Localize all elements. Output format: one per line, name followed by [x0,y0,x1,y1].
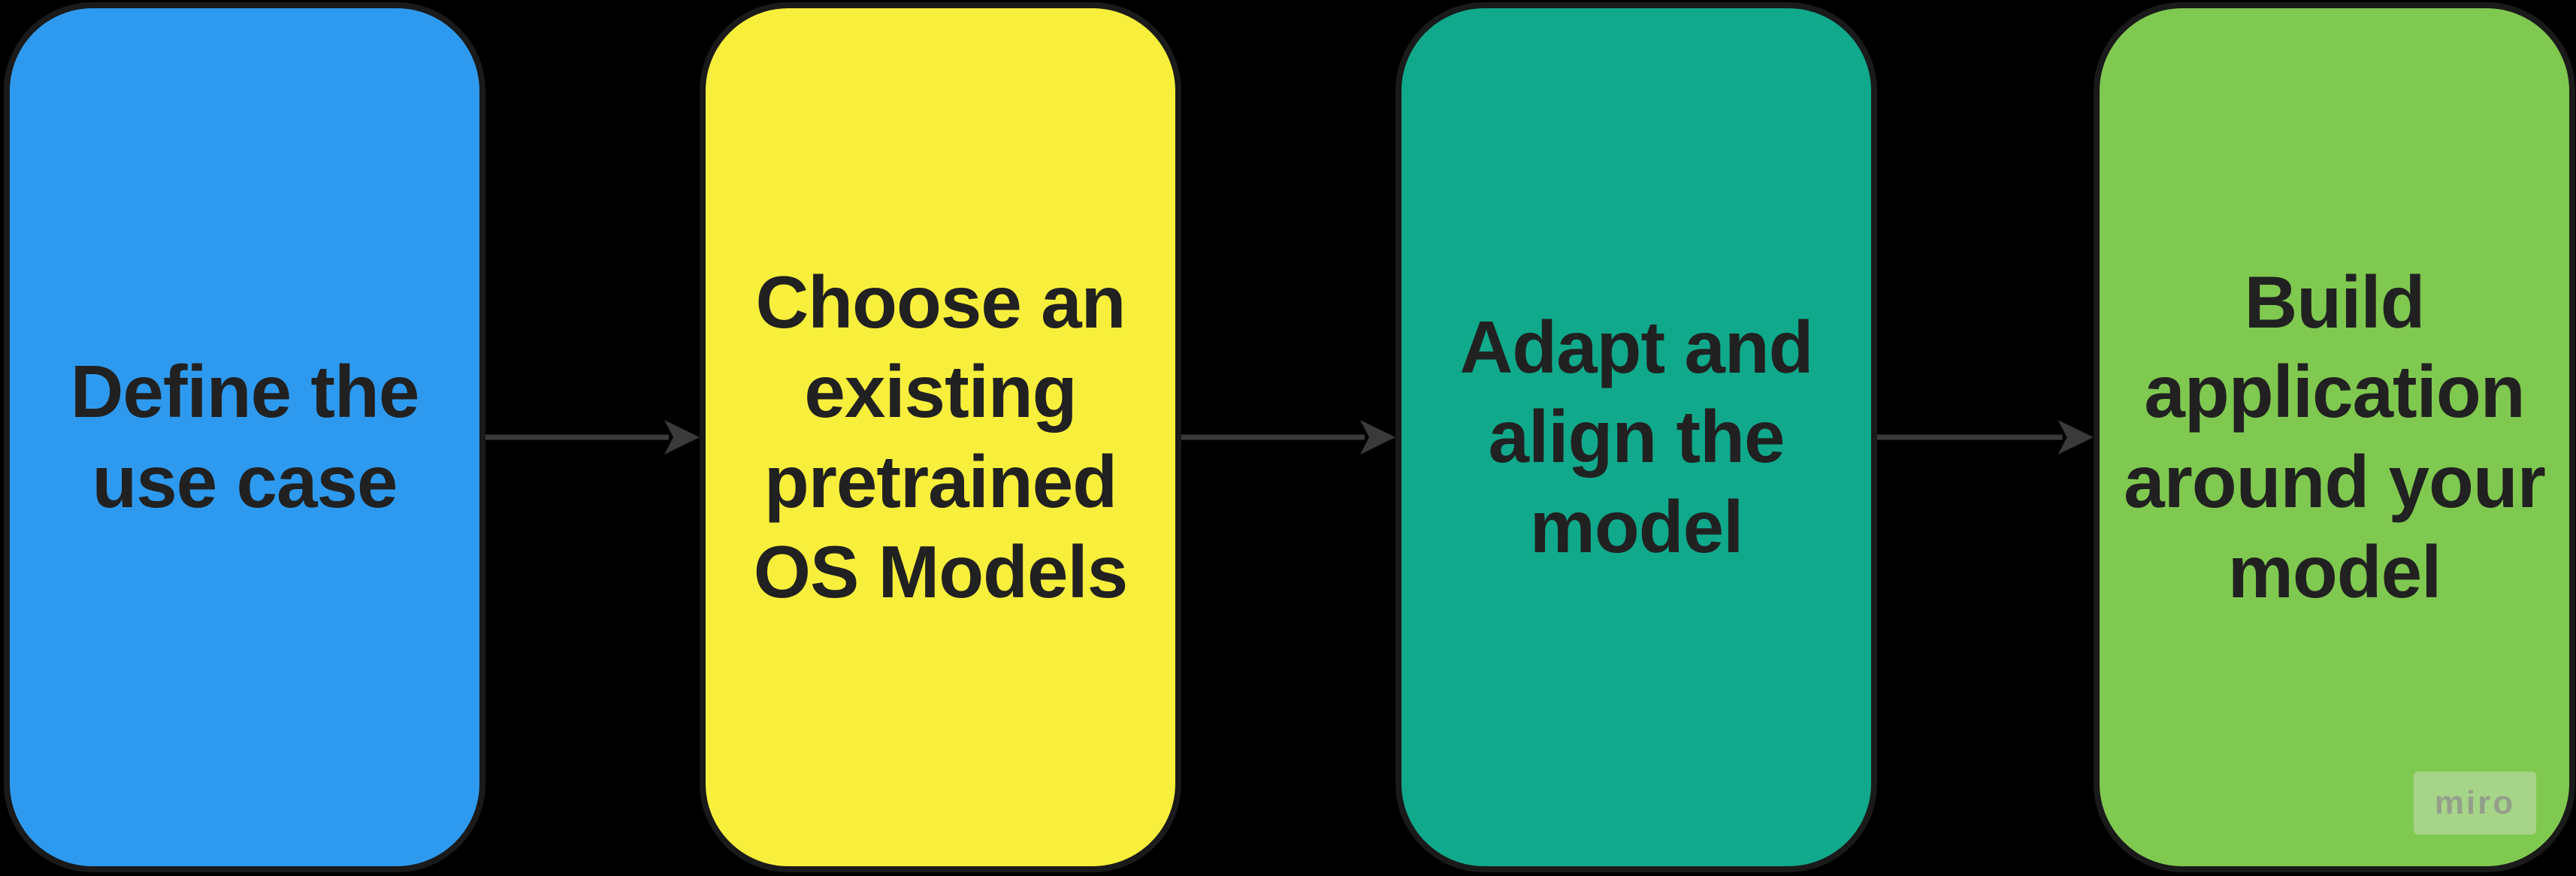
step-label-build-application: Build application around your model [2124,260,2546,613]
step-label-adapt-align-model: Adapt and align the model [1459,305,1813,568]
connector-arrow-1 [485,420,700,455]
miro-watermark-badge: miro [2414,772,2536,835]
step-box-build-application[interactable]: Build application around your model miro [2094,2,2575,872]
step-box-adapt-align-model[interactable]: Adapt and align the model [1395,2,1877,872]
arrowhead-icon [664,420,700,455]
step-box-define-use-case[interactable]: Define the use case [4,2,485,872]
arrowhead-icon [2057,420,2094,455]
step-label-define-use-case: Define the use case [70,350,420,523]
step-box-choose-pretrained-models[interactable]: Choose an existing pretrained OS Models [700,2,1181,872]
connector-arrow-3 [1877,420,2094,455]
connector-arrow-2 [1181,420,1395,455]
step-label-choose-pretrained-models: Choose an existing pretrained OS Models [753,260,1128,613]
arrowhead-icon [1360,420,1395,455]
miro-watermark-label: miro [2434,784,2516,821]
